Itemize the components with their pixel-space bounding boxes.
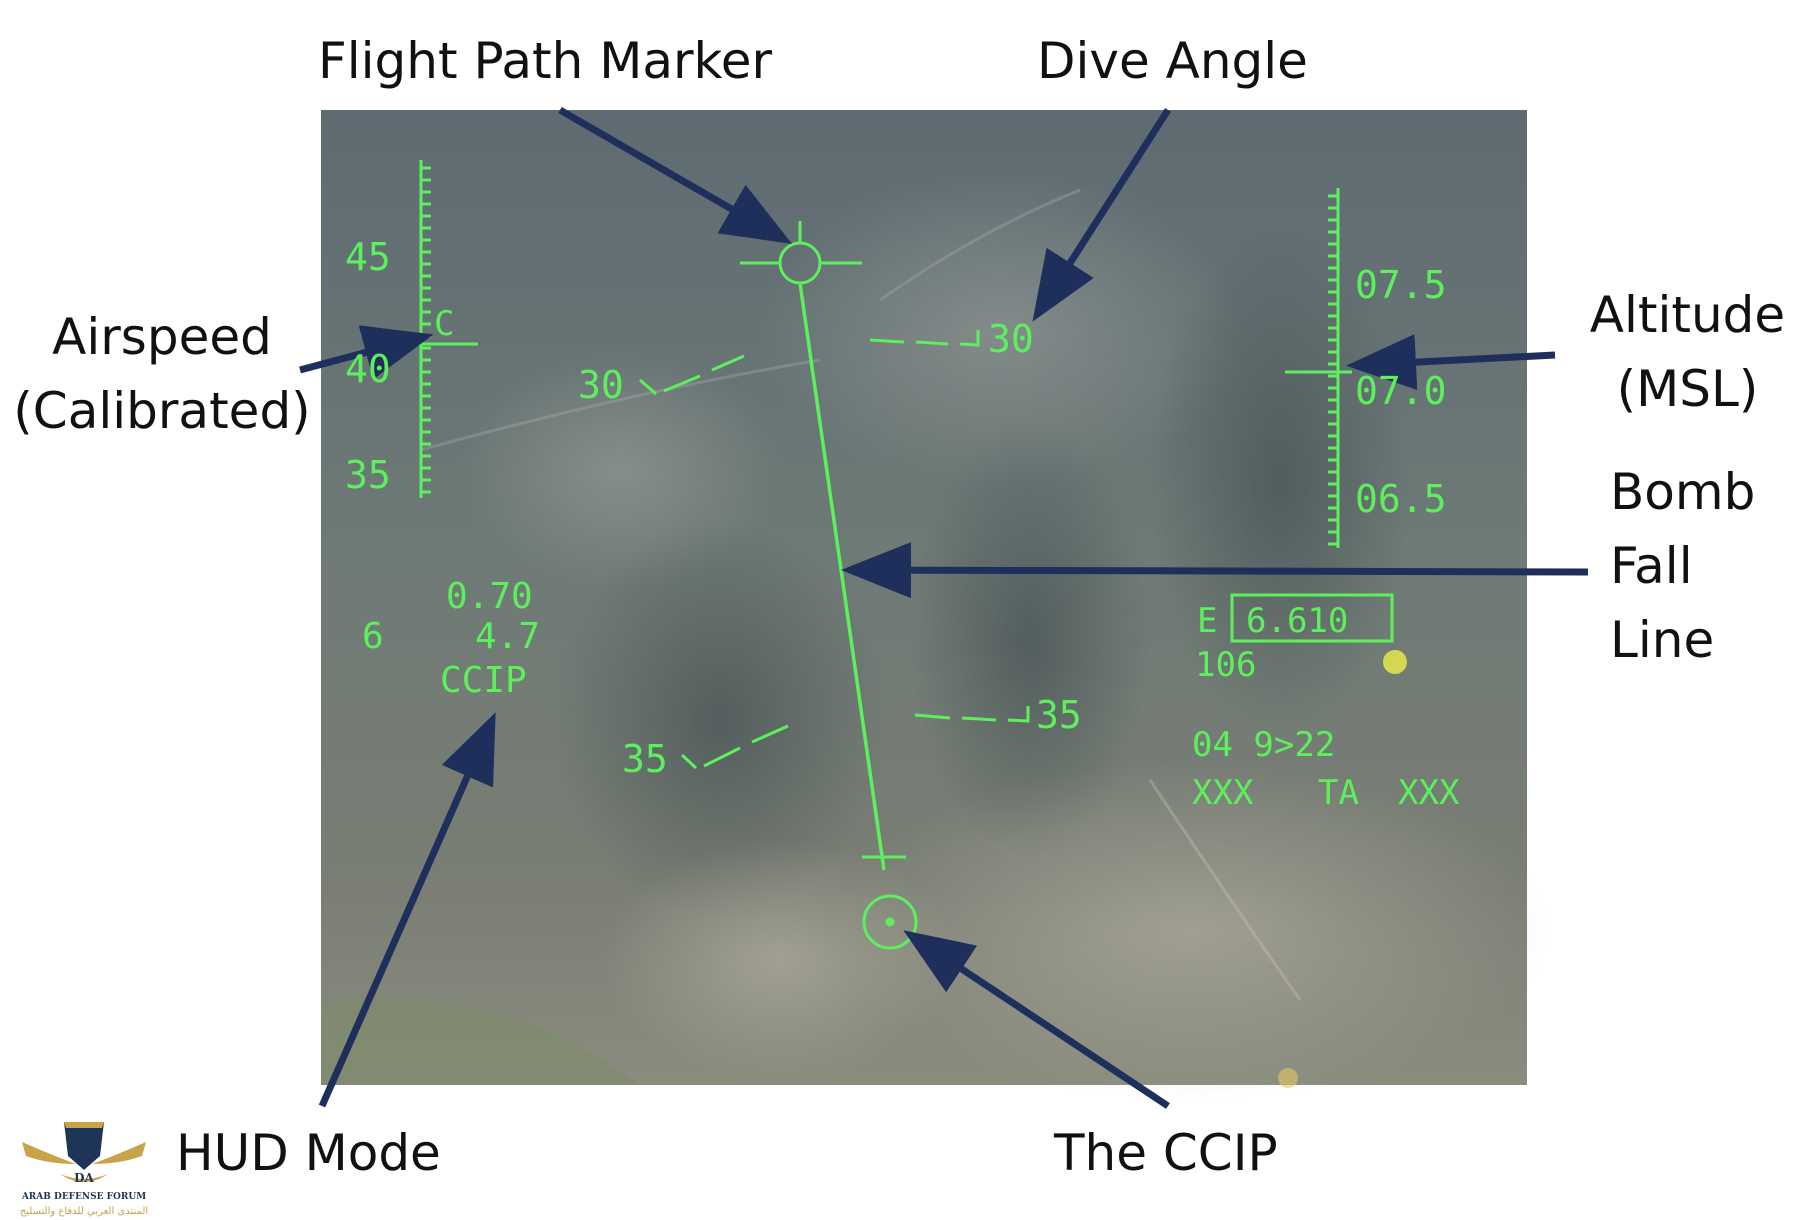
hud-box-value: 6.610 xyxy=(1246,601,1348,641)
label-dive-angle: Dive Angle xyxy=(1037,24,1308,98)
logo-emblem: DA xyxy=(14,1112,154,1192)
logo-name: ARAB DEFENSE FORUM xyxy=(14,1192,154,1202)
hud-data-g: 4.7 xyxy=(475,616,540,657)
logo-initials: DA xyxy=(74,1171,94,1185)
airspeed-tick-35: 35 xyxy=(345,453,391,497)
pitch-label-right-top: 30 xyxy=(988,317,1034,361)
hud-mode-indicator: CCIP xyxy=(440,660,527,701)
hud-data-106: 106 xyxy=(1195,645,1256,685)
label-bomb-fall-line2: Fall xyxy=(1610,529,1755,603)
hud-data-six: 6 xyxy=(362,616,384,657)
label-airspeed: Airspeed (Calibrated) xyxy=(12,300,312,448)
pitch-label-right-bottom: 35 xyxy=(1036,693,1082,737)
hud-data-mach: 0.70 xyxy=(446,576,533,617)
label-airspeed-line2: (Calibrated) xyxy=(12,374,312,448)
pitch-label-left-top: 30 xyxy=(578,363,624,407)
label-the-ccip: The CCIP xyxy=(1054,1116,1278,1190)
hud-data-ta: TA xyxy=(1318,773,1359,813)
pitch-label-left-bottom: 35 xyxy=(622,737,668,781)
label-altitude: Altitude (MSL) xyxy=(1580,278,1795,426)
logo-name-arabic: المنتدى العربي للدفاع والتسليح xyxy=(14,1206,154,1217)
altitude-tick-07-0: 07.0 xyxy=(1355,369,1447,413)
label-altitude-line1: Altitude xyxy=(1580,278,1795,352)
airspeed-tick-40: 40 xyxy=(345,347,391,391)
airspeed-tick-45: 45 xyxy=(345,235,391,279)
airspeed-marker: C xyxy=(434,304,454,344)
label-hud-mode: HUD Mode xyxy=(176,1116,441,1190)
label-bomb-fall-line1: Bomb xyxy=(1610,455,1755,529)
hud-data-xxx-left: XXX xyxy=(1192,773,1254,813)
altitude-tick-06-5: 06.5 xyxy=(1355,477,1447,521)
hud-data-steer: 04 9>22 xyxy=(1192,725,1335,765)
hud-data-xxx-right: XXX xyxy=(1398,773,1460,813)
label-flight-path-marker: Flight Path Marker xyxy=(318,24,772,98)
label-airspeed-line1: Airspeed xyxy=(12,300,312,374)
label-bomb-fall-line: Bomb Fall Line xyxy=(1610,455,1755,677)
label-bomb-fall-line3: Line xyxy=(1610,603,1755,677)
altitude-tick-07-5: 07.5 xyxy=(1355,263,1447,307)
label-altitude-line2: (MSL) xyxy=(1580,352,1795,426)
forum-logo: DA ARAB DEFENSE FORUM المنتدى العربي للد… xyxy=(14,1112,154,1220)
arrow-bomb-fall-line xyxy=(855,570,1588,572)
hud-box-prefix: E xyxy=(1197,601,1217,641)
